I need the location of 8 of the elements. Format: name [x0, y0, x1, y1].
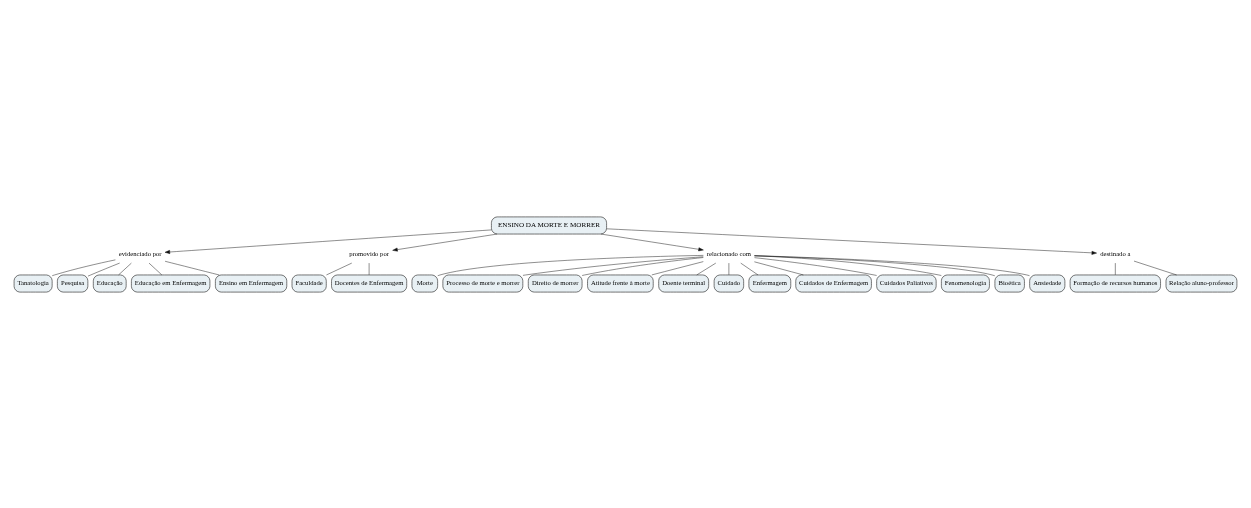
connector [754, 256, 877, 276]
connector [754, 255, 942, 276]
arrow [606, 228, 1097, 255]
arrow [600, 233, 704, 251]
connector [754, 254, 1030, 276]
arrow [164, 229, 492, 254]
connector [754, 255, 996, 276]
arrow [392, 233, 498, 251]
